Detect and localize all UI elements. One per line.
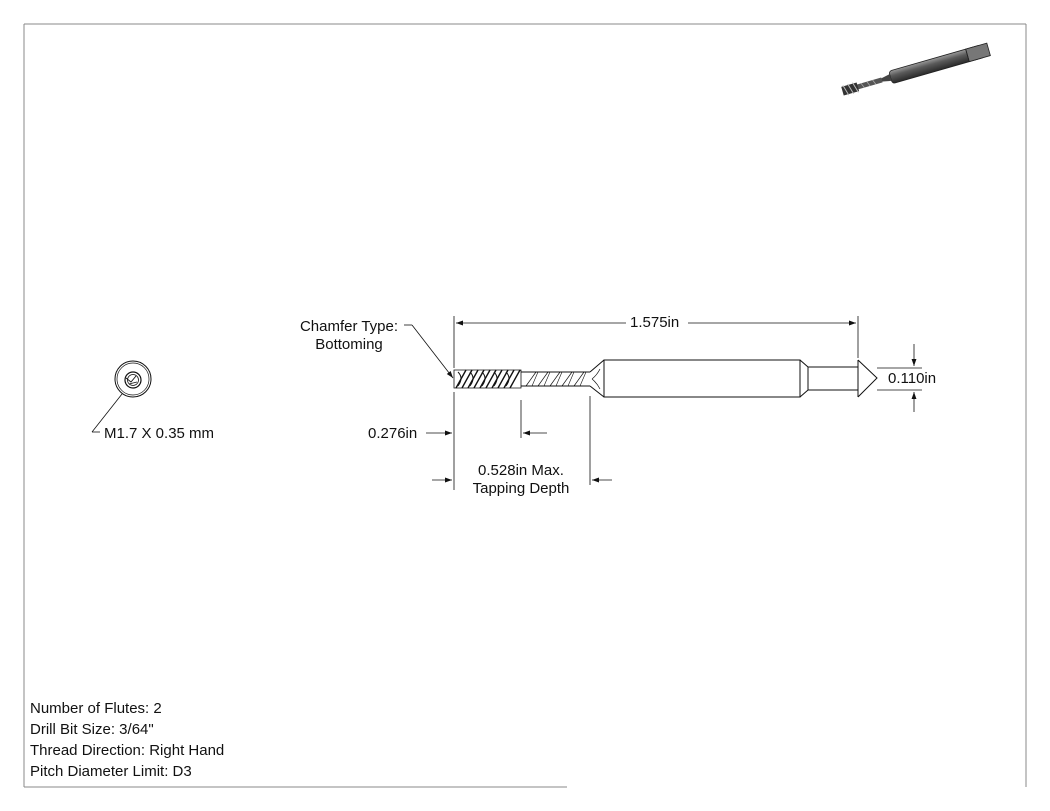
dim-overall-length xyxy=(453,316,859,368)
tapping-depth-value: 0.528in Max. xyxy=(478,462,564,479)
chamfer-leader xyxy=(404,324,454,379)
spec-thread-direction: Thread Direction: Right Hand xyxy=(30,742,225,759)
tapping-depth-caption: Tapping Depth xyxy=(472,480,570,497)
overall-length-label: 1.575in xyxy=(630,314,680,331)
tap-side-view xyxy=(453,359,878,398)
sheet-frame xyxy=(23,23,1027,788)
dim-thread-length xyxy=(426,392,547,490)
chamfer-value-text: Bottoming xyxy=(315,336,383,353)
dim-tapping-depth xyxy=(432,396,612,485)
chamfer-label: Chamfer Type: Bottoming xyxy=(290,318,408,354)
tapping-depth-label: 0.528in Max. Tapping Depth xyxy=(460,462,582,498)
thread-flutes xyxy=(455,369,521,389)
chamfer-type-text: Chamfer Type: xyxy=(299,318,399,335)
thread-size-label: M1.7 X 0.35 mm xyxy=(104,425,215,442)
isometric-tap-render xyxy=(841,42,991,96)
spec-pitch-diameter-limit: Pitch Diameter Limit: D3 xyxy=(30,763,192,780)
thread-length-label: 0.276in xyxy=(368,425,418,442)
shank-diameter-label: 0.110in xyxy=(888,370,937,387)
spec-list: Number of Flutes: 2 Drill Bit Size: 3/64… xyxy=(30,698,224,782)
spec-number-of-flutes: Number of Flutes: 2 xyxy=(30,700,162,717)
end-view xyxy=(91,360,152,433)
spec-drill-bit-size: Drill Bit Size: 3/64" xyxy=(30,721,154,738)
dim-shank-diameter xyxy=(877,344,922,412)
